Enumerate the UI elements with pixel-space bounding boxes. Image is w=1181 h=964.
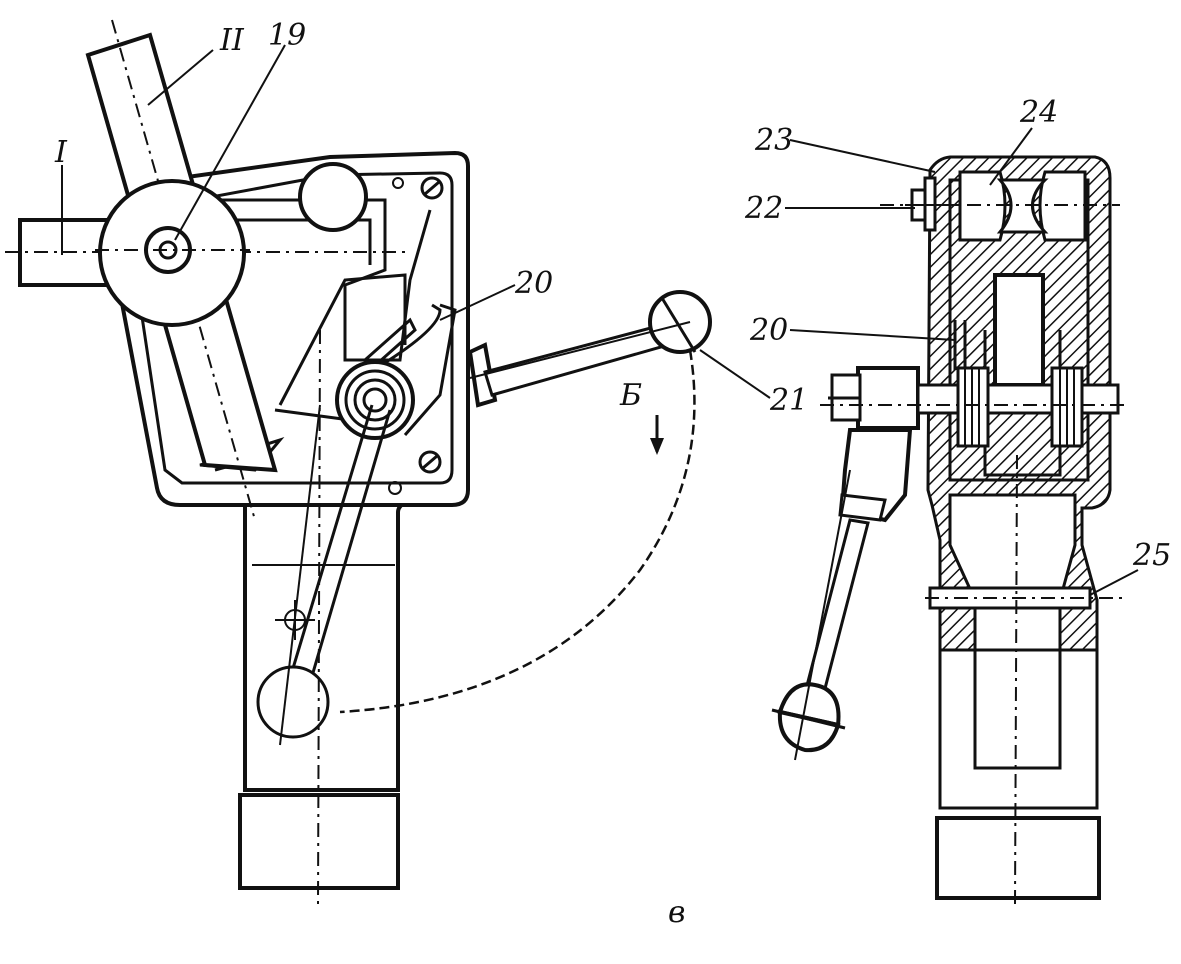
leader-20-left	[439, 284, 516, 321]
section-handle-core	[973, 648, 1062, 770]
pin-small-bottom	[388, 481, 402, 495]
label-ii: II	[219, 23, 245, 58]
label-25: 25	[1132, 538, 1171, 573]
lever-lower-position	[256, 404, 392, 746]
leader-24	[989, 127, 1033, 186]
label-i: I	[54, 135, 68, 170]
leader-19	[174, 44, 286, 241]
label-20-left: 20	[514, 266, 553, 301]
inner-guide-2	[225, 218, 372, 265]
leader-20-right	[789, 329, 956, 341]
screw-bottom-slot	[422, 454, 438, 470]
central-block	[993, 273, 1045, 387]
handle-body	[243, 498, 411, 792]
pin-small-top	[392, 177, 404, 189]
label-20-right: 20	[749, 313, 788, 348]
spring-20-section	[953, 320, 967, 370]
direction-arrow-head	[650, 438, 664, 455]
lever-right-view	[771, 428, 913, 761]
pivot-shaft	[828, 366, 1120, 448]
label-19: 19	[268, 18, 306, 53]
inner-guide	[210, 198, 432, 362]
section-axis	[1014, 454, 1018, 906]
spring-20-arm	[403, 303, 457, 436]
label-21: 21	[769, 383, 808, 418]
right-view	[771, 127, 1139, 906]
label-22: 22	[744, 191, 783, 226]
screw-top-slot	[424, 180, 440, 196]
swing-arc	[339, 349, 696, 714]
handle-axis	[317, 329, 321, 906]
leader-25	[1089, 569, 1139, 596]
label-arrow: Б	[619, 378, 642, 413]
pivot-coil	[335, 360, 415, 440]
leader-21	[699, 349, 771, 399]
lever-lower-axis	[279, 404, 321, 746]
section-end-cap	[935, 816, 1101, 900]
label-24: 24	[1019, 95, 1058, 130]
left-view	[5, 19, 771, 906]
lever-21	[467, 290, 712, 408]
label-23: 23	[754, 123, 793, 158]
panel-label: в	[668, 895, 685, 930]
labels: II 19 I 20 21 Б 23 24 22 20 25 в	[54, 18, 1171, 930]
inner-wedge	[278, 273, 407, 406]
leader-23	[789, 139, 936, 173]
leader-ii	[147, 49, 214, 106]
top-boss	[298, 162, 368, 232]
